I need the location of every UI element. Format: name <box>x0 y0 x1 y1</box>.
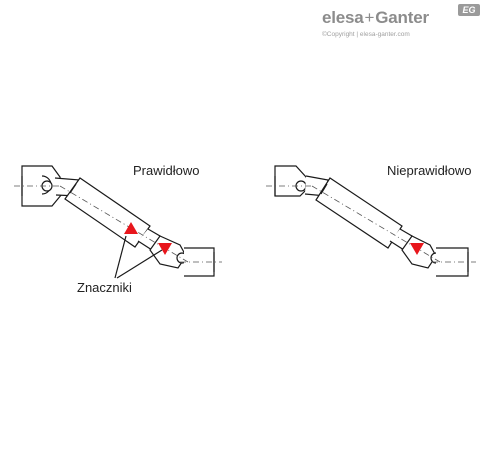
joint-assembly-incorrect <box>274 165 469 277</box>
copyright-text: ©Copyright | elesa-ganter.com <box>322 31 410 38</box>
marker-up-correct <box>124 222 138 234</box>
leader-line-1 <box>114 235 127 279</box>
brand-left: elesa <box>322 8 364 27</box>
brand-plus: + <box>364 8 375 27</box>
leader-line-2 <box>116 249 163 279</box>
outer-tube-correct <box>64 177 151 248</box>
brand-logo: elesa+Ganter EG ©Copyright | elesa-gante… <box>318 4 488 46</box>
marker-down-incorrect <box>410 243 424 255</box>
centerline-correct <box>14 185 222 263</box>
left-yoke-incorrect <box>274 165 311 197</box>
marker-down-correct <box>158 243 172 255</box>
right-yoke-incorrect <box>401 235 437 269</box>
centerline-incorrect <box>266 185 476 263</box>
outer-tube-incorrect <box>315 177 403 249</box>
label-correct: Prawidłowo <box>133 163 200 178</box>
label-incorrect: Nieprawidłowo <box>387 163 472 178</box>
brand-badge: EG <box>458 4 480 16</box>
joint-assembly-correct <box>21 165 215 279</box>
label-markers: Znaczniki <box>77 280 132 295</box>
brand-name: elesa+Ganter <box>322 8 429 28</box>
brand-right: Ganter <box>375 8 429 27</box>
